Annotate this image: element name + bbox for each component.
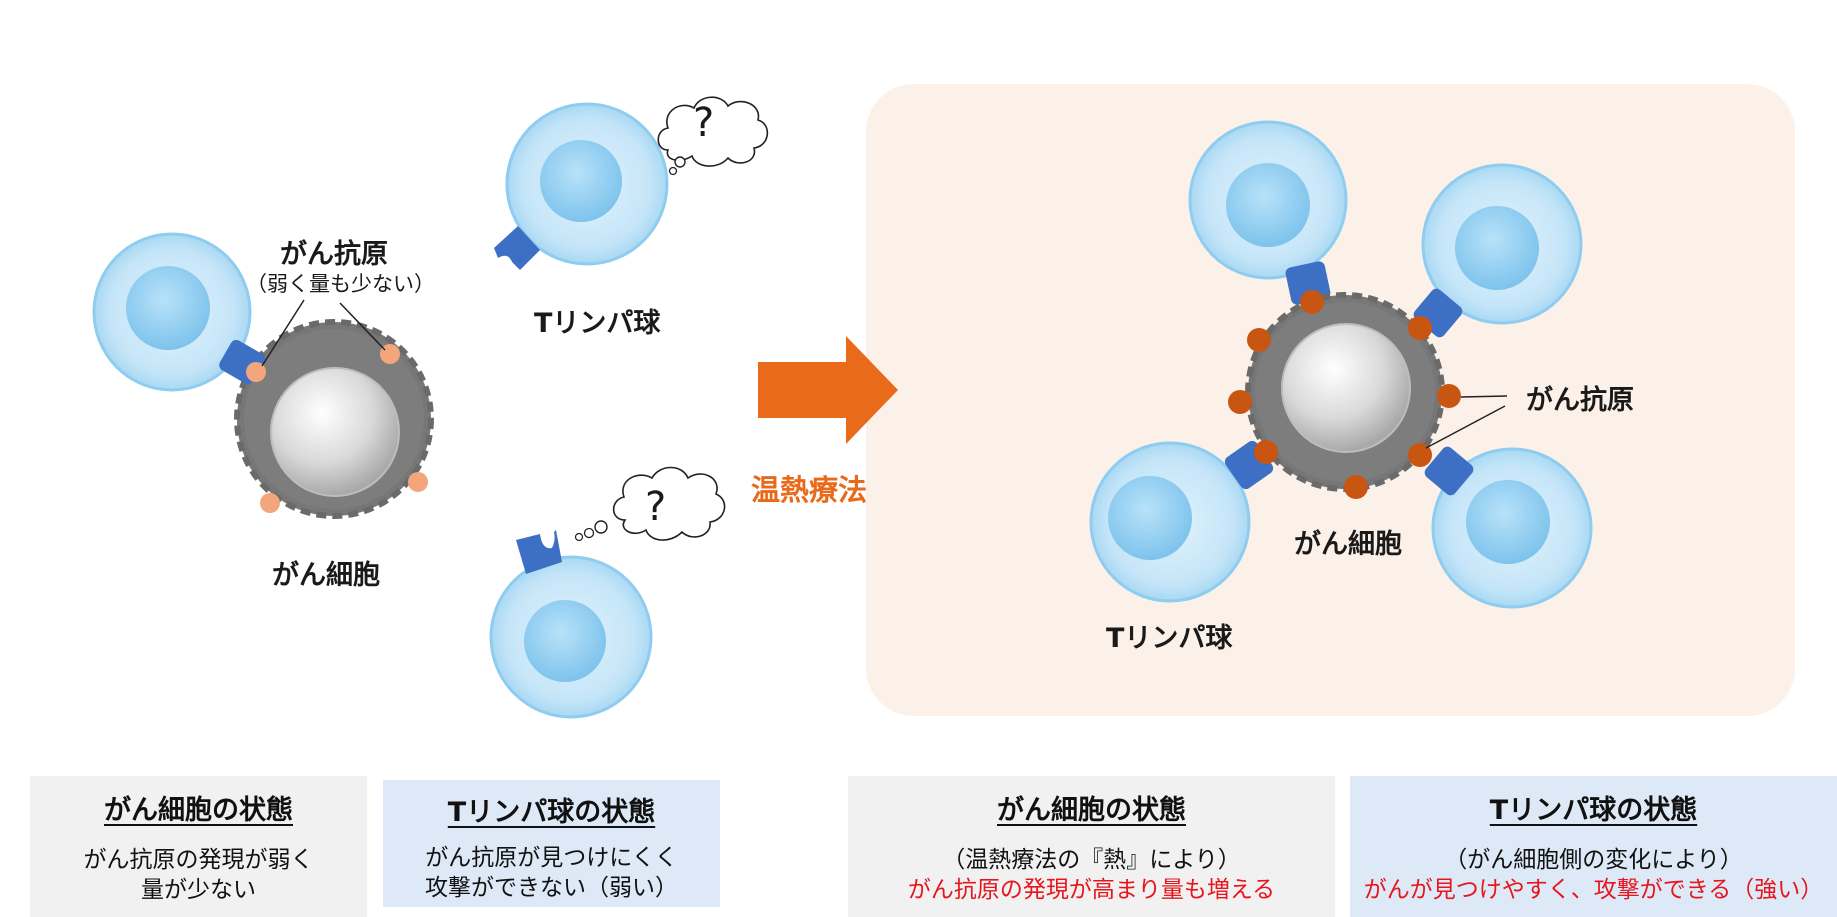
box-text-line: （がん細胞側の変化により） xyxy=(1444,847,1743,873)
box-cancer-state-after: がん細胞の状態 （温熱療法の『熱』により） がん抗原の発現が高まり量も増える xyxy=(848,776,1335,917)
antigen-pointer-c xyxy=(1460,395,1508,398)
cancer-label-left: がん細胞 xyxy=(272,560,380,591)
tcell-right-4 xyxy=(1431,447,1593,609)
tcell-right-2 xyxy=(1421,163,1583,325)
cancer-cell-right xyxy=(1245,292,1445,492)
tcell-label-right: Tリンパ球 xyxy=(1106,623,1233,654)
cancer-label-right: がん細胞 xyxy=(1294,529,1402,560)
tcell-right-1 xyxy=(1188,120,1348,280)
antigen-label-left: がん抗原 xyxy=(280,239,388,270)
antigens-strong xyxy=(1228,290,1461,499)
tcell-bottom xyxy=(489,555,653,719)
cancer-cell-left xyxy=(234,319,434,519)
receptor-top xyxy=(494,226,540,270)
box-text-line: 攻撃ができない（弱い） xyxy=(425,875,678,901)
tcell-label-left: Tリンパ球 xyxy=(534,308,661,339)
box-tcell-state-after: Tリンパ球の状態 （がん細胞側の変化により） がんが見つけやすく、攻撃ができる（… xyxy=(1350,776,1837,917)
box-title: Tリンパ球の状態 xyxy=(447,797,656,828)
box-title: がん細胞の状態 xyxy=(104,795,293,826)
box-cancer-state-before: がん細胞の状態 がん抗原の発現が弱く 量が少ない xyxy=(30,776,367,917)
antigen-label-right: がん抗原 xyxy=(1526,385,1634,416)
tcell-attached-left xyxy=(92,232,252,392)
antigen-pointer-b xyxy=(339,302,386,351)
box-highlight-line: がん抗原の発現が高まり量も増える xyxy=(907,877,1276,903)
thought-bubble-bottom xyxy=(574,466,726,542)
box-text-line: （温熱療法の『熱』により） xyxy=(942,847,1241,873)
tcell-top xyxy=(505,102,669,266)
treatment-label: 温熱療法 xyxy=(751,473,868,507)
question-mark-top: ? xyxy=(693,100,715,146)
box-title: Tリンパ球の状態 xyxy=(1489,795,1698,826)
question-mark-bottom: ? xyxy=(645,484,667,530)
antigen-pointer-d xyxy=(1425,405,1506,449)
thought-bubble-top xyxy=(657,96,769,176)
box-title: がん細胞の状態 xyxy=(997,795,1186,826)
box-text-line: がん抗原が見つけにくく xyxy=(425,845,678,871)
box-text-line: がん抗原の発現が弱く xyxy=(83,847,314,873)
antigen-pointer-a xyxy=(261,299,305,367)
box-tcell-state-before: Tリンパ球の状態 がん抗原が見つけにくく 攻撃ができない（弱い） xyxy=(383,780,720,907)
antigen-sublabel-left: （弱く量も少ない） xyxy=(246,272,435,296)
receptor-bottom xyxy=(516,530,562,574)
box-text-line: 量が少ない xyxy=(141,877,256,903)
box-highlight-line: がんが見つけやすく、攻撃ができる（強い） xyxy=(1363,877,1824,903)
treatment-arrow xyxy=(758,336,898,444)
antigens-weak xyxy=(246,344,428,513)
tcell-right-3 xyxy=(1089,441,1251,603)
